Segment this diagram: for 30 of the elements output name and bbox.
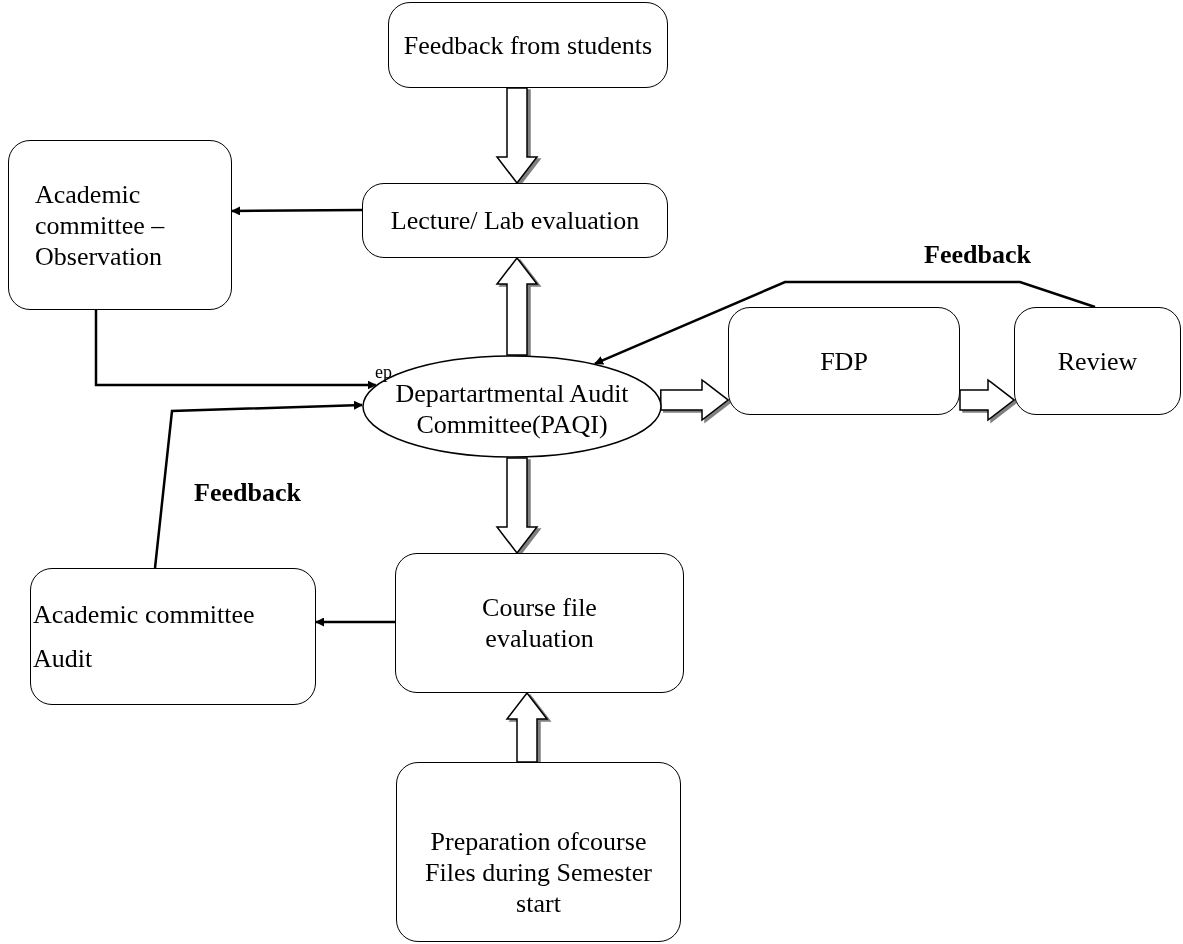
process-box bbox=[728, 307, 960, 415]
node-label: Course file evaluation bbox=[481, 592, 598, 654]
committee-ellipse bbox=[362, 355, 662, 458]
node-label: Departartmental Audit Committee(PAQI) bbox=[394, 377, 630, 440]
arrow bbox=[594, 280, 1096, 365]
node-label: Academic committee Audit bbox=[33, 598, 256, 675]
arrow bbox=[231, 206, 362, 216]
arrow bbox=[315, 617, 395, 627]
stray-text: ep bbox=[375, 362, 392, 382]
arrow bbox=[94, 310, 377, 390]
block-arrow bbox=[495, 256, 539, 356]
node-label: Lecture/ Lab evaluation bbox=[390, 205, 640, 236]
node-label: Feedback from students bbox=[403, 29, 653, 61]
block-arrow bbox=[495, 457, 539, 555]
block-arrow bbox=[959, 378, 1016, 422]
node-label: FDP bbox=[820, 345, 868, 377]
process-box bbox=[388, 2, 668, 88]
arrow bbox=[153, 400, 363, 569]
process-box bbox=[362, 183, 668, 258]
node-label: Academic committee – Observation bbox=[35, 178, 166, 272]
process-box bbox=[1014, 307, 1181, 415]
block-arrow bbox=[505, 691, 549, 763]
block-arrow bbox=[495, 87, 539, 185]
process-box bbox=[8, 140, 232, 310]
process-box bbox=[396, 762, 681, 942]
node-label: Preparation ofcourse Files during Semester start bbox=[424, 825, 653, 919]
block-arrow bbox=[660, 378, 730, 422]
process-box bbox=[395, 553, 684, 693]
process-box bbox=[30, 568, 316, 705]
node-label: Review bbox=[1057, 345, 1138, 377]
